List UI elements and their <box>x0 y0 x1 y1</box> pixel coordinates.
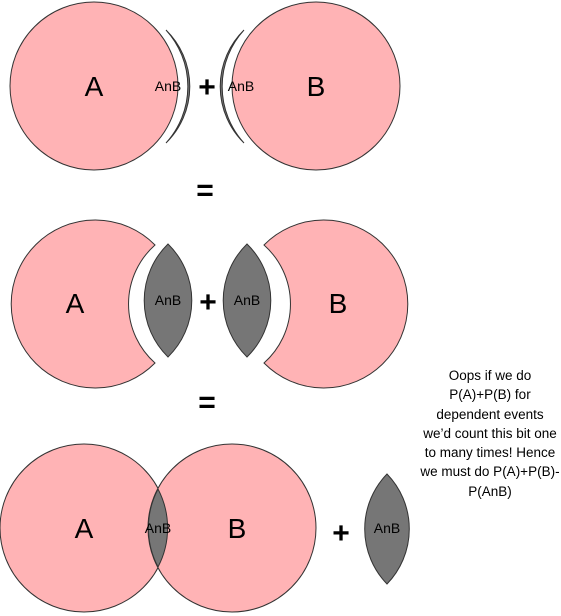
lens-intersection-left <box>165 29 191 144</box>
row-3: A AnB B + AnB <box>0 443 410 613</box>
lens-left-label: AnB <box>155 78 181 94</box>
lens-right-label: AnB <box>234 292 260 308</box>
circle-b <box>231 1 401 171</box>
plus-sign: + <box>332 517 350 550</box>
lens-extra-label: AnB <box>374 520 400 536</box>
note-line: P(A)+P(B) for <box>449 387 531 403</box>
lens-intersection <box>147 487 169 569</box>
equals-sign-2: = <box>198 386 216 419</box>
note-line: we must do P(A)+P(B)- <box>420 464 560 480</box>
label-a: A <box>75 513 94 544</box>
explanation-note: Oops if we do P(A)+P(B) for dependent ev… <box>416 366 561 501</box>
circle-a-with-notch <box>10 219 156 389</box>
lens-left-label: AnB <box>155 292 181 308</box>
label-a: A <box>66 288 85 319</box>
plus-sign: + <box>198 71 216 104</box>
row-2: A AnB + AnB B <box>10 219 409 389</box>
note-line: we’d count this bit one <box>423 425 557 441</box>
label-b: B <box>228 513 247 544</box>
row-1: A AnB + B AnB <box>9 1 401 171</box>
note-line: to many times! Hence <box>424 445 556 461</box>
label-b: B <box>307 71 326 102</box>
plus-sign: + <box>199 286 217 319</box>
lens-detached-right <box>222 243 272 358</box>
lens-extra <box>364 473 410 585</box>
note-line: P(AnB) <box>468 483 512 499</box>
equals-sign-1: = <box>196 174 214 207</box>
lens-intersection-right <box>219 29 245 144</box>
label-b: B <box>329 288 348 319</box>
lens-right-label: AnB <box>228 78 254 94</box>
note-line: dependent events <box>436 406 544 422</box>
lens-center-label: AnB <box>145 520 171 536</box>
circle-a <box>9 1 179 171</box>
label-a: A <box>85 71 104 102</box>
note-line: Oops if we do <box>448 368 532 383</box>
circle-b-with-notch <box>263 219 409 389</box>
lens-detached-left <box>143 243 193 358</box>
